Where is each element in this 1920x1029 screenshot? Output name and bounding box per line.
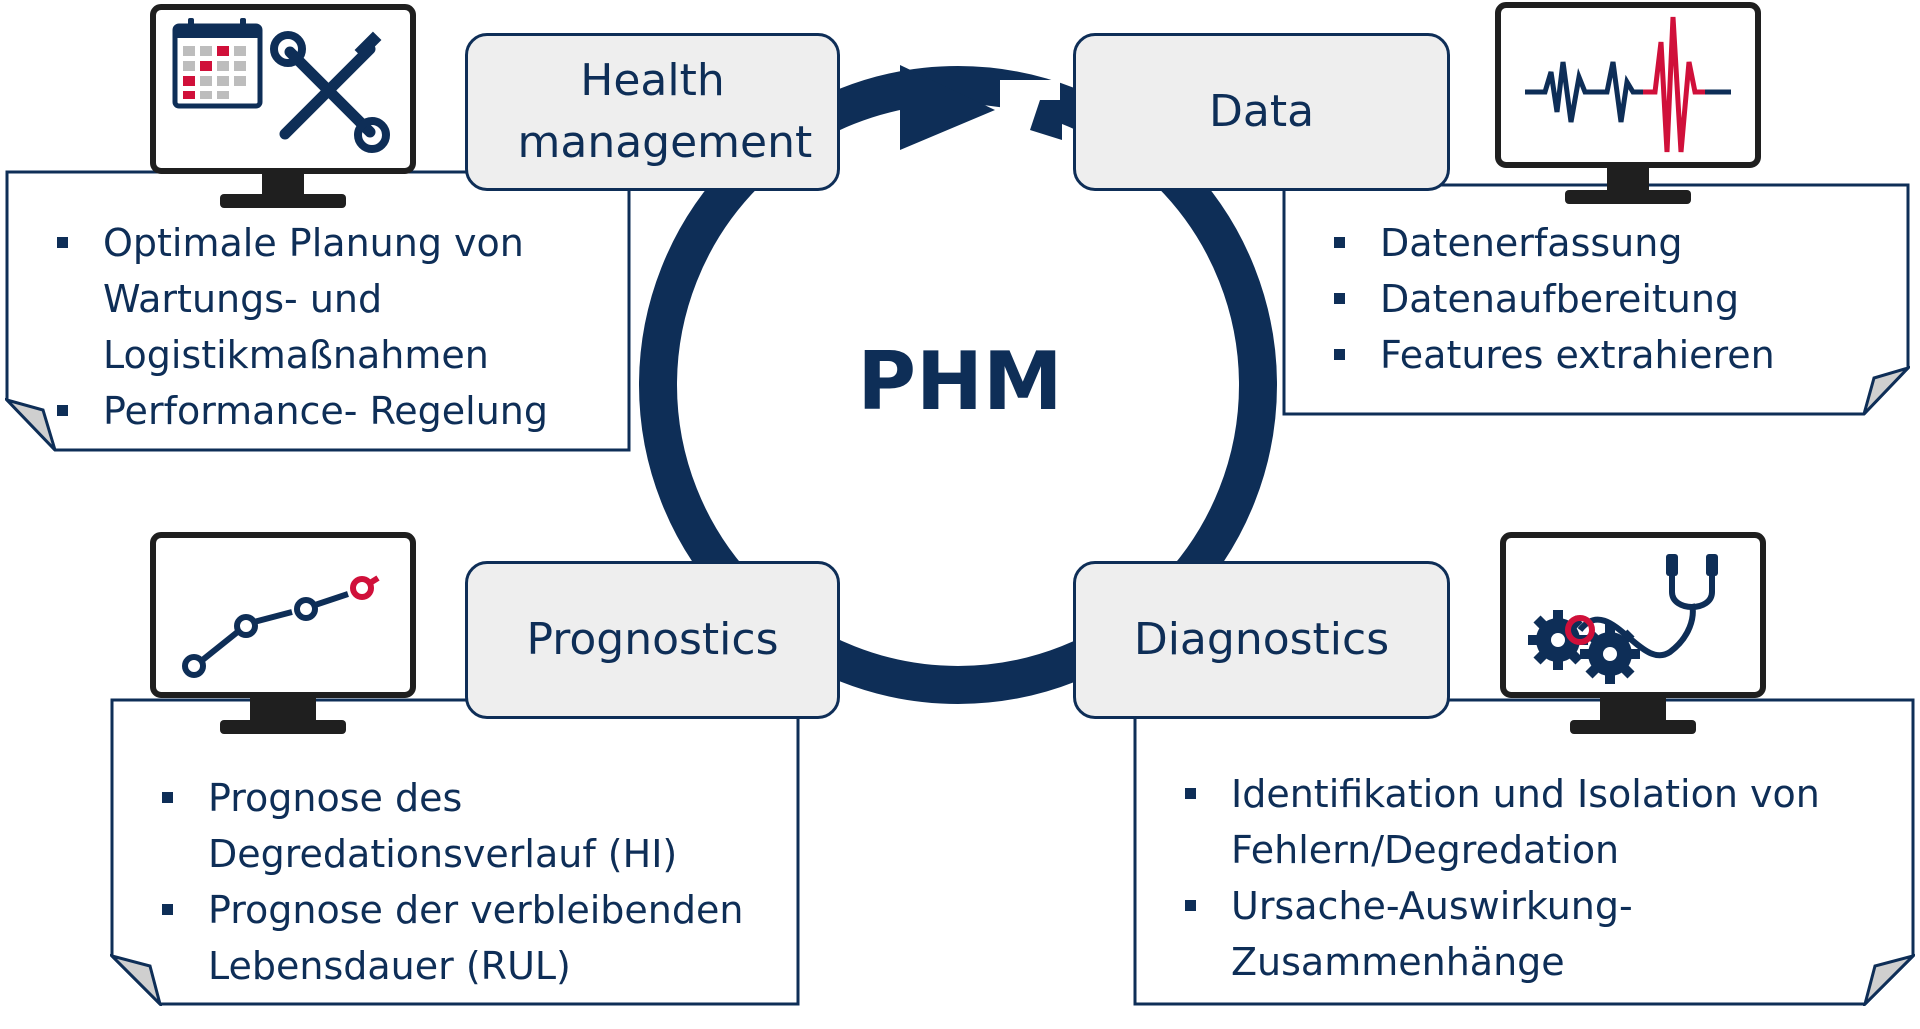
note-data-item: Features extrahieren [1332,327,1892,383]
calendar-and-tools-icon [150,4,416,208]
note-health-item: Optimale Planung von Wartungs- und Logis… [55,215,615,383]
note-prognostics-item: Prognose des Degredationsverlauf (HI) [160,770,780,882]
stage-data-label: Data [1208,86,1315,137]
note-prognostics: Prognose des Degredationsverlauf (HI) Pr… [110,698,800,1006]
monitor-data [1495,2,1761,212]
center-label: PHM [857,335,1063,428]
gears-stethoscope-icon [1500,532,1766,734]
note-health: Optimale Planung von Wartungs- und Logis… [5,170,631,452]
stage-data: Data [1073,33,1450,191]
note-health-item: Performance- Regelung [55,383,615,439]
stage-diagnostics-label: Diagnostics [1133,614,1390,665]
note-data: Datenerfassung Datenaufbereitung Feature… [1282,183,1910,416]
note-diagnostics-item: Ursache-Auswirkung-Zusammenhänge [1183,878,1893,990]
stage-diagnostics: Diagnostics [1073,561,1450,719]
monitor-prognostics [150,532,416,742]
monitor-diagnostics [1500,532,1766,742]
signal-waveform-icon [1495,2,1761,204]
note-data-item: Datenerfassung [1332,215,1892,271]
note-prognostics-item: Prognose der verbleibenden Lebensdauer (… [160,882,780,994]
trend-line-icon [150,532,416,734]
monitor-health [150,4,416,214]
cycle-arrow-head [900,65,995,150]
note-data-item: Datenaufbereitung [1332,271,1892,327]
stage-health-label: Health management [517,55,813,168]
stage-health-management: Health management [465,33,840,191]
note-diagnostics-item: Identifikation und Isolation von Fehlern… [1183,766,1893,878]
stage-prognostics-label: Prognostics [526,614,779,665]
stage-prognostics: Prognostics [465,561,840,719]
note-diagnostics: Identifikation und Isolation von Fehlern… [1133,698,1915,1006]
